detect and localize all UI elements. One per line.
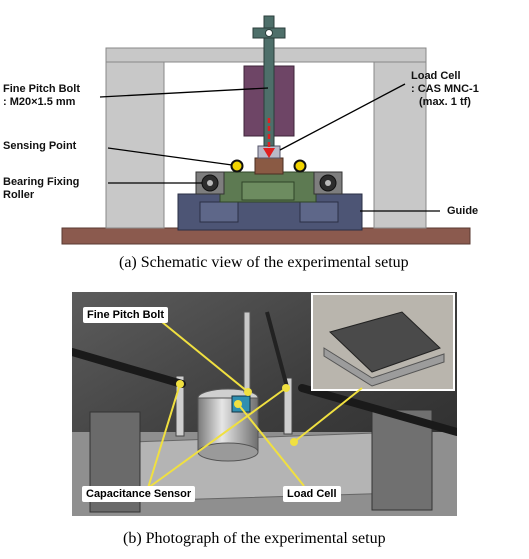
bolt-hole	[265, 29, 273, 37]
guide-slot-right	[299, 201, 339, 223]
guide-slot-left	[199, 201, 239, 223]
photo-sensor-right	[283, 377, 293, 435]
leader-bolt	[99, 87, 269, 98]
photo-dot-inset	[290, 438, 298, 446]
green-stage-inner	[241, 181, 295, 201]
photo-cable-1	[72, 348, 186, 388]
photo-cable-3	[265, 311, 289, 388]
photo-dot-loadcell	[234, 400, 242, 408]
photo-leader-capsensor-1	[147, 383, 181, 489]
label-load-cell: Load Cell : CAS MNC-1 (max. 1 tf)	[411, 70, 479, 108]
photo-label-capacitance-sensor: Capacitance Sensor	[82, 486, 196, 502]
roller-left-hub	[207, 180, 213, 186]
load-cell-block	[254, 157, 284, 175]
sensing-point-left	[230, 159, 244, 173]
frame-right-column	[373, 61, 427, 229]
photo-label-fine-pitch-bolt: Fine Pitch Bolt	[83, 307, 168, 323]
photo-leader-loadcell	[237, 403, 305, 487]
photo-leader-inset	[293, 387, 363, 443]
leader-sensing	[107, 147, 233, 166]
caption-a: (a) Schematic view of the experimental s…	[119, 254, 409, 271]
photo-leader-bolt	[161, 321, 249, 393]
experimental-photo	[72, 292, 457, 516]
sensing-point-right	[293, 159, 307, 173]
photo-dot-sensor-left	[176, 380, 184, 388]
photo-right-post	[371, 409, 433, 511]
photo-bolt	[243, 311, 251, 393]
force-arrowhead	[263, 148, 275, 158]
label-bearing-fixing-roller: Bearing Fixing Roller	[3, 176, 80, 201]
leader-loadcell	[279, 83, 406, 151]
photo-dot-sensor-right	[282, 384, 290, 392]
label-sensing-point: Sensing Point	[3, 140, 77, 152]
schematic-diagram	[61, 15, 471, 245]
photo-leader-capsensor-2	[147, 387, 287, 489]
photo-sensor-left	[175, 375, 185, 437]
roller-right-hub	[325, 180, 331, 186]
label-fine-pitch-bolt: Fine Pitch Bolt : M20×1.5 mm	[3, 83, 80, 108]
caption-b: (b) Photograph of the experimental setup	[123, 530, 386, 547]
photo-inset-stage	[329, 311, 441, 373]
frame-left-column	[105, 61, 165, 229]
photo-inset-base	[323, 347, 445, 387]
photo-cable-2	[298, 384, 457, 436]
photo-label-load-cell: Load Cell	[283, 486, 341, 502]
photo-dot-bolt	[244, 388, 252, 396]
label-guide: Guide	[447, 205, 479, 217]
